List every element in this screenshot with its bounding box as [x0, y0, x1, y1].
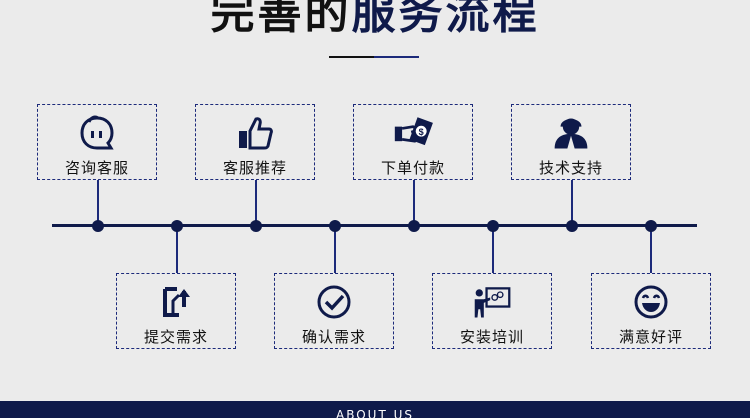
- timeline-dot: [566, 220, 578, 232]
- step-label: 提交需求: [143, 328, 208, 346]
- title-part-navy: 服务流程: [351, 0, 540, 39]
- connector: [97, 180, 99, 224]
- svg-text:$: $: [419, 127, 424, 137]
- thumbs-up-icon: [235, 113, 275, 153]
- chat-bubble-face-icon: [77, 113, 117, 153]
- timeline-dot: [487, 220, 499, 232]
- timeline-dot: [645, 220, 657, 232]
- timeline-dot: [171, 220, 183, 232]
- step-label: 咨询客服: [64, 159, 129, 177]
- step-label: 客服推荐: [222, 159, 287, 177]
- timeline-dot: [92, 220, 104, 232]
- support-person-icon: [551, 113, 591, 153]
- smile-face-icon: [631, 282, 671, 322]
- timeline-dot: [250, 220, 262, 232]
- footer-bar: ABOUT US: [0, 401, 750, 418]
- page-title: 完善的服务流程: [0, 0, 750, 42]
- connector: [650, 227, 652, 273]
- hand-money-icon: $: [393, 113, 433, 153]
- step-recommend[interactable]: 客服推荐: [195, 104, 315, 180]
- step-label: 技术支持: [538, 159, 603, 177]
- step-label: 满意好评: [618, 328, 683, 346]
- title-part-black: 完善的: [210, 0, 352, 39]
- connector: [571, 180, 573, 224]
- connector: [176, 227, 178, 273]
- step-label: 下单付款: [380, 159, 445, 177]
- connector: [334, 227, 336, 273]
- step-payment[interactable]: $ 下单付款: [353, 104, 473, 180]
- step-confirm[interactable]: 确认需求: [274, 273, 394, 349]
- footer-text[interactable]: ABOUT US: [335, 408, 414, 418]
- title-underline: [329, 56, 419, 58]
- step-support[interactable]: 技术支持: [511, 104, 631, 180]
- connector: [492, 227, 494, 273]
- connector: [413, 180, 415, 224]
- teacher-board-icon: [472, 282, 512, 322]
- step-review[interactable]: 满意好评: [591, 273, 711, 349]
- step-submit[interactable]: 提交需求: [116, 273, 236, 349]
- step-label: 安装培训: [459, 328, 524, 346]
- step-label: 确认需求: [301, 328, 366, 346]
- timeline-line: [52, 224, 697, 227]
- check-circle-icon: [314, 282, 354, 322]
- upload-document-icon: [156, 282, 196, 322]
- timeline-dot: [329, 220, 341, 232]
- step-consult[interactable]: 咨询客服: [37, 104, 157, 180]
- timeline-dot: [408, 220, 420, 232]
- connector: [255, 180, 257, 224]
- step-install[interactable]: 安装培训: [432, 273, 552, 349]
